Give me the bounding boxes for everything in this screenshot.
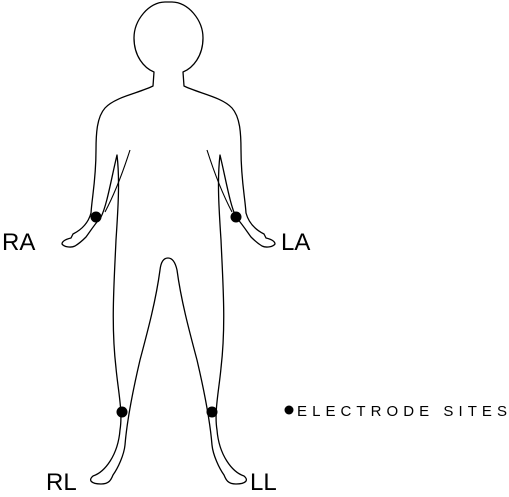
electrode-ra: [91, 212, 102, 223]
electrode-rl: [117, 407, 128, 418]
body-outline: [62, 2, 275, 484]
electrode-la: [231, 212, 242, 223]
label-la: LA: [281, 229, 310, 256]
legend-dot: [285, 406, 294, 415]
label-ll: LL: [250, 469, 277, 496]
label-rl: RL: [46, 469, 77, 496]
label-ra: RA: [2, 229, 35, 256]
legend-text: ELECTRODE SITES: [297, 403, 507, 420]
electrode-ll: [207, 407, 218, 418]
